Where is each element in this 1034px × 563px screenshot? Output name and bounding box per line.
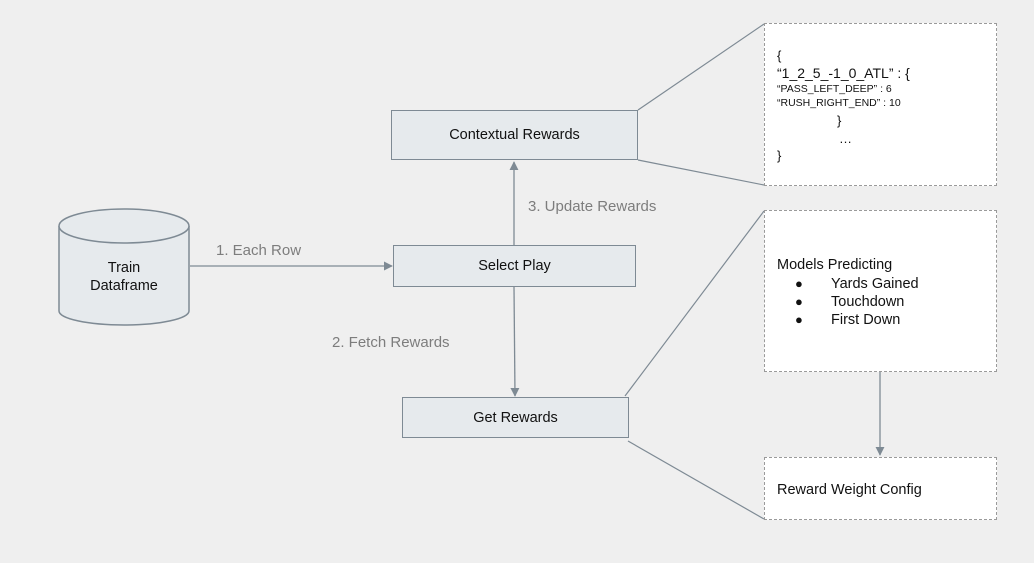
models-list: ● Yards Gained ● Touchdown ● First Down: [777, 275, 919, 329]
model-first-down: First Down: [831, 312, 901, 328]
weight-callout: [627, 440, 765, 520]
list-item: ● First Down: [777, 311, 919, 329]
train-dataframe-line1: Train: [107, 260, 141, 276]
get-rewards-label: Get Rewards: [473, 409, 558, 426]
json-ellipsis: …: [839, 131, 852, 146]
fetch-rewards-label: 2. Fetch Rewards: [332, 334, 450, 351]
bullet-icon: ●: [795, 294, 803, 309]
train-dataframe-line2: Dataframe: [90, 278, 158, 294]
model-touchdown: Touchdown: [831, 294, 905, 310]
models-predicting-title: Models Predicting: [777, 257, 893, 273]
each-row-label: 1. Each Row: [216, 242, 302, 259]
fetch-rewards-arrow: [510, 286, 520, 397]
list-item: ● Touchdown: [777, 293, 919, 311]
contextual-rewards-label: Contextual Rewards: [449, 127, 580, 143]
models-predicting-panel: Models Predicting ● Yards Gained ● Touchdo…: [764, 210, 997, 372]
list-item: ● Yards Gained: [777, 275, 919, 293]
reward-weight-config-panel: Reward Weight Config: [764, 457, 997, 520]
select-play-node[interactable]: Select Play: [393, 245, 636, 287]
json-callout-bottom: [637, 159, 765, 186]
json-close-brace: }: [777, 148, 782, 163]
train-dataframe-label: Train Dataframe: [58, 259, 190, 295]
reward-weight-config-label: Reward Weight Config: [777, 482, 922, 498]
json-open-brace: {: [777, 48, 782, 63]
model-yards-gained: Yards Gained: [831, 276, 919, 292]
bullet-icon: ●: [795, 276, 803, 291]
get-rewards-node[interactable]: Get Rewards: [402, 397, 629, 438]
bullet-icon: ●: [795, 312, 803, 327]
select-play-label: Select Play: [478, 258, 551, 274]
train-dataframe-cylinder[interactable]: [58, 208, 190, 326]
json-entry-rush-right-end: “RUSH_RIGHT_END” : 10: [777, 97, 901, 109]
contextual-rewards-json-panel: { “1_2_5_-1_0_ATL” : { “PASS_LEFT_DEEP” …: [764, 23, 997, 186]
models-callout: [624, 210, 765, 397]
json-callout-top: [637, 23, 765, 111]
json-key: “1_2_5_-1_0_ATL” : {: [777, 65, 910, 81]
contextual-rewards-node[interactable]: Contextual Rewards: [391, 110, 638, 160]
json-entry-pass-left-deep: “PASS_LEFT_DEEP” : 6: [777, 83, 892, 95]
json-inner-close-brace: }: [837, 113, 842, 128]
update-rewards-label: 3. Update Rewards: [528, 198, 657, 215]
